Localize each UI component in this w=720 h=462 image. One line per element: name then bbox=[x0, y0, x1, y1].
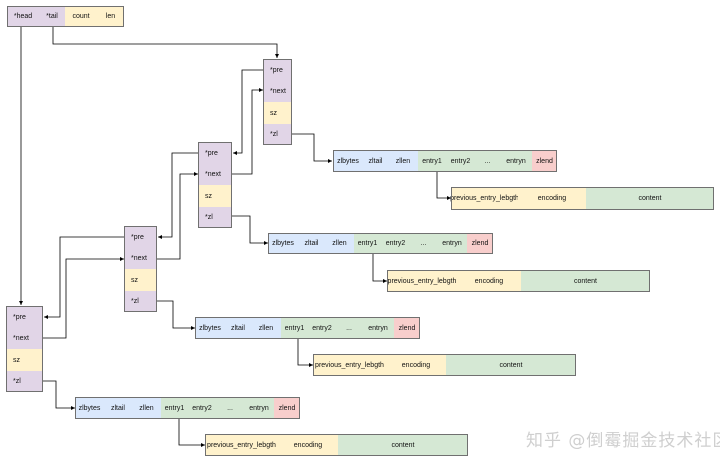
ziplist-4-zlbytes: zlbytes bbox=[75, 397, 104, 419]
pre-arrow-1-to-2 bbox=[233, 69, 263, 155]
zl-arrow-1 bbox=[292, 133, 332, 163]
ziplist-2-ellipsis: ... bbox=[410, 233, 437, 254]
tail-pointer-arrow bbox=[52, 27, 279, 58]
entry-3-content: content bbox=[446, 354, 576, 376]
entry-arrow-1 bbox=[436, 172, 451, 200]
node-3-pre: *pre bbox=[124, 226, 157, 248]
ziplist-3-entry2: entry2 bbox=[308, 317, 336, 339]
node-2-sz: sz bbox=[198, 185, 232, 207]
node-2-pre: *pre bbox=[198, 142, 232, 164]
count-field: count bbox=[65, 6, 97, 27]
ziplist-2-zltail: zltail bbox=[298, 233, 325, 254]
entry-4-content: content bbox=[338, 434, 468, 456]
ziplist-3-zlend: zlend bbox=[394, 317, 420, 339]
ziplist-4-zlend: zlend bbox=[274, 397, 300, 419]
zl-arrow-2 bbox=[232, 215, 268, 245]
ziplist-3-zllen: zllen bbox=[251, 317, 281, 339]
ziplist-4-zllen: zllen bbox=[132, 397, 161, 419]
ziplist-2-zllen: zllen bbox=[325, 233, 354, 254]
head-field: *head bbox=[7, 6, 39, 27]
entry-4-encoding: encoding bbox=[278, 434, 338, 456]
ziplist-2-entry2: entry2 bbox=[381, 233, 410, 254]
ziplist-1-entryn: entryn bbox=[500, 150, 532, 172]
ziplist-4-entry2: entry2 bbox=[188, 397, 216, 419]
node-1-zl: *zl bbox=[263, 124, 292, 145]
ziplist-3-zlbytes: zlbytes bbox=[195, 317, 225, 339]
entry-2-previous-length: previous_entry_lebgth bbox=[387, 270, 457, 292]
next-arrow-2-to-1 bbox=[232, 88, 263, 175]
node-1-pre: *pre bbox=[263, 59, 292, 81]
ziplist-1-zllen: zllen bbox=[388, 150, 418, 172]
ziplist-1-zlend: zlend bbox=[532, 150, 557, 172]
entry-arrow-3 bbox=[297, 339, 313, 367]
entry-4-previous-length: previous_entry_lebgth bbox=[205, 434, 278, 456]
ziplist-3-entry1: entry1 bbox=[281, 317, 308, 339]
node-4-sz: sz bbox=[6, 349, 43, 371]
ziplist-2-entryn: entryn bbox=[437, 233, 467, 254]
entry-1-encoding: encoding bbox=[518, 187, 586, 210]
node-3-next: *next bbox=[124, 248, 157, 269]
pre-arrow-2-to-3 bbox=[158, 152, 198, 239]
node-3-zl: *zl bbox=[124, 291, 157, 312]
entry-arrow-2 bbox=[372, 254, 387, 283]
ziplist-4-ellipsis: ... bbox=[216, 397, 244, 419]
node-4-next: *next bbox=[6, 328, 43, 349]
ziplist-2-zlbytes: zlbytes bbox=[268, 233, 298, 254]
entry-1-content: content bbox=[586, 187, 714, 210]
node-3-sz: sz bbox=[124, 269, 157, 291]
entry-2-content: content bbox=[521, 270, 650, 292]
ziplist-2-zlend: zlend bbox=[467, 233, 493, 254]
entry-1-previous-length: previous_entry_lebgth bbox=[450, 187, 519, 210]
pre-arrow-3-to-4 bbox=[44, 236, 124, 319]
entry-arrow-4 bbox=[178, 419, 205, 447]
node-2-next: *next bbox=[198, 164, 232, 185]
ziplist-3-entryn: entryn bbox=[362, 317, 394, 339]
node-1-next: *next bbox=[263, 81, 292, 102]
zl-arrow-4 bbox=[43, 380, 75, 410]
ziplist-1-ellipsis: ... bbox=[475, 150, 500, 172]
ziplist-4-entry1: entry1 bbox=[161, 397, 188, 419]
node-2-zl: *zl bbox=[198, 207, 232, 228]
ziplist-4-zltail: zltail bbox=[104, 397, 132, 419]
node-4-pre: *pre bbox=[6, 306, 43, 328]
next-arrow-4-to-3 bbox=[43, 257, 124, 339]
next-arrow-3-to-2 bbox=[157, 172, 198, 260]
node-1-sz: sz bbox=[263, 102, 292, 124]
ziplist-1-entry1: entry1 bbox=[418, 150, 446, 172]
tail-field: *tail bbox=[39, 6, 65, 27]
ziplist-3-ellipsis: ... bbox=[336, 317, 362, 339]
node-4-zl: *zl bbox=[6, 371, 43, 392]
ziplist-4-entryn: entryn bbox=[244, 397, 274, 419]
entry-3-encoding: encoding bbox=[386, 354, 446, 376]
zl-arrow-3 bbox=[157, 300, 195, 330]
ziplist-1-zlbytes: zlbytes bbox=[333, 150, 363, 172]
entry-3-previous-length: previous_entry_lebgth bbox=[313, 354, 386, 376]
ziplist-2-entry1: entry1 bbox=[354, 233, 381, 254]
entry-2-encoding: encoding bbox=[457, 270, 521, 292]
ziplist-1-zltail: zltail bbox=[363, 150, 388, 172]
ziplist-1-entry2: entry2 bbox=[446, 150, 475, 172]
len-field: len bbox=[97, 6, 124, 27]
watermark: 知乎 @倒霉掘金技术社区 bbox=[526, 431, 720, 451]
ziplist-3-zltail: zltail bbox=[225, 317, 251, 339]
